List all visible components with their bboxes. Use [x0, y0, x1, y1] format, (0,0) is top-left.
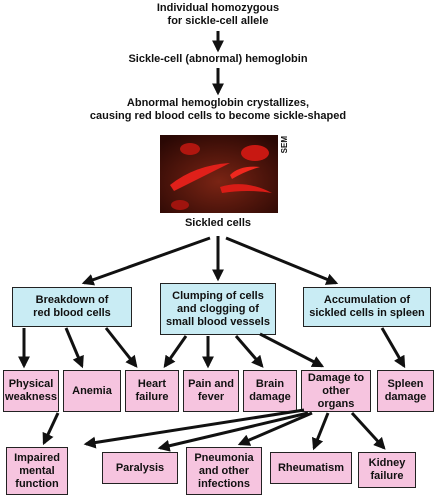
- arrow-accumulation-spleen: [380, 327, 406, 369]
- organ-rheumatism-box: Rheumatism: [270, 452, 352, 484]
- arrow-organs-pneumonia: [237, 411, 313, 446]
- effect-spleen-damage-box: Spleen damage: [377, 370, 434, 412]
- cause-accumulation-box: Accumulation of sickled cells in spleen: [303, 287, 431, 327]
- flow-step-sickled-cells: Sickled cells: [184, 217, 252, 229]
- arrow-sickled-breakdown: [81, 236, 211, 286]
- effect-anemia-box: Anemia: [63, 370, 121, 412]
- effect-other-organs-box: Damage to other organs: [301, 370, 371, 412]
- arrow-clumping-organs: [259, 332, 325, 368]
- flow-step-crystallizes: Abnormal hemoglobin crystallizes, causin…: [89, 97, 347, 122]
- cause-breakdown-box: Breakdown of red blood cells: [12, 287, 132, 327]
- organ-impaired-mental-box: Impaired mental function: [6, 447, 68, 495]
- flow-step-homozygous: Individual homozygous for sickle-cell al…: [156, 2, 280, 27]
- arrow-anemia-mental: [42, 412, 60, 446]
- organ-kidney-failure-box: Kidney failure: [358, 452, 416, 488]
- cause-clumping-box: Clumping of cells and clogging of small …: [160, 283, 276, 335]
- organ-paralysis-box: Paralysis: [102, 452, 178, 484]
- effect-brain-damage-box: Brain damage: [243, 370, 297, 412]
- sem-micrograph-image: [160, 135, 278, 213]
- arrow-breakdown-anemia: [64, 327, 84, 369]
- effect-pain-fever-box: Pain and fever: [183, 370, 239, 412]
- organ-pneumonia-box: Pneumonia and other infections: [186, 447, 262, 495]
- arrow-breakdown-heart: [104, 327, 138, 368]
- sickled-cells-illustration: [160, 135, 278, 213]
- arrow-organs-rheumatism: [311, 412, 330, 451]
- arrow-sickled-accumulation: [225, 236, 339, 285]
- arrow-clumping-heart: [163, 335, 188, 368]
- arrow-organs-paralysis: [157, 411, 309, 452]
- flow-step-abnormal-hemoglobin: Sickle-cell (abnormal) hemoglobin: [128, 53, 308, 65]
- effect-physical-weakness-box: Physical weakness: [3, 370, 59, 412]
- arrow-organs-mental: [83, 408, 305, 449]
- effect-heart-failure-box: Heart failure: [125, 370, 179, 412]
- arrow-organs-kidney: [350, 411, 386, 450]
- arrow-clumping-brain: [234, 335, 264, 368]
- sem-label: SEM: [280, 136, 289, 154]
